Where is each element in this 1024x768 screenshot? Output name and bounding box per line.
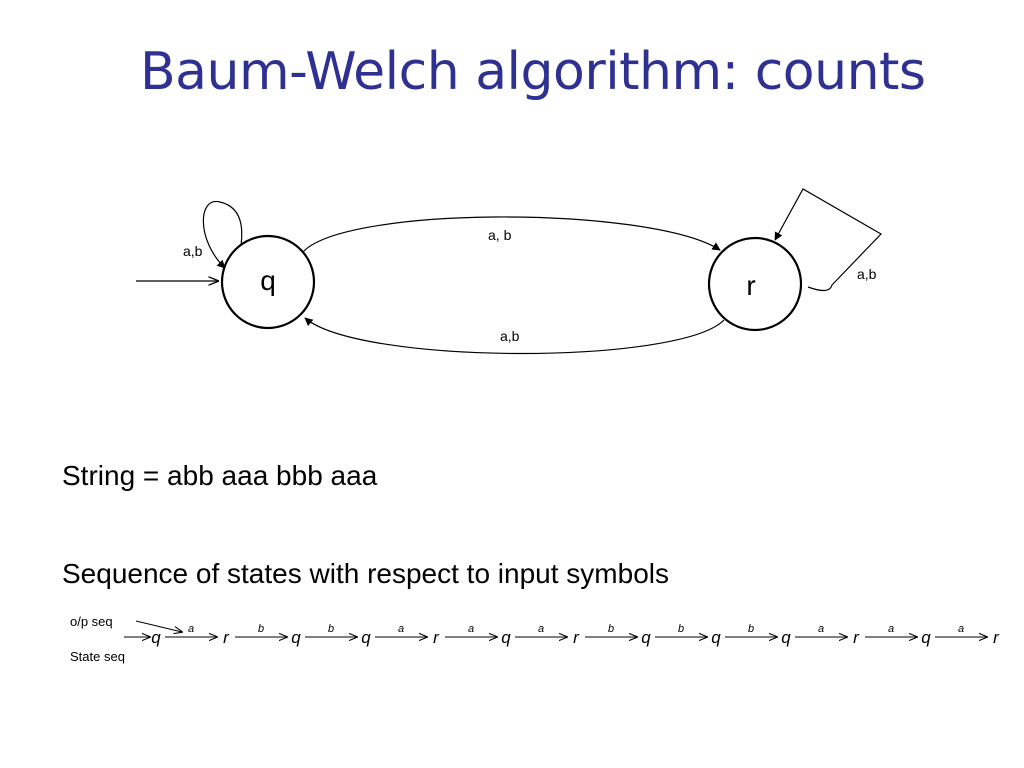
slide-title: Baum-Welch algorithm: counts: [140, 42, 926, 102]
state-q-label: q: [260, 265, 276, 296]
state-r: r: [707, 236, 803, 332]
state-r-label: r: [746, 270, 755, 301]
seq-state: q: [711, 628, 721, 647]
seq-state: r: [853, 628, 860, 647]
label-r-to-q: a,b: [500, 328, 520, 344]
seq-state: q: [641, 628, 651, 647]
seq-state: q: [781, 628, 791, 647]
self-loop-q: [202, 200, 243, 269]
label-q-to-r: a, b: [488, 227, 512, 243]
seq-state: q: [361, 628, 371, 647]
seq-symbol: b: [328, 623, 334, 635]
seq-state: q: [151, 628, 161, 647]
seq-symbol: b: [748, 623, 754, 635]
edge-q-to-r: [299, 216, 721, 257]
seq-state: r: [993, 628, 1000, 647]
seq-symbol: b: [608, 623, 614, 635]
seq-symbol: a: [398, 623, 404, 635]
seq-symbol: b: [678, 623, 684, 635]
label-loop-r: a,b: [857, 266, 877, 282]
seq-symbol: a: [888, 623, 894, 635]
sequence-heading: Sequence of states with respect to input…: [62, 558, 669, 589]
label-loop-q: a,b: [183, 243, 203, 259]
seq-state: r: [573, 628, 580, 647]
seq-state: q: [501, 628, 511, 647]
op-seq-pointer: [135, 620, 182, 632]
seq-symbol: b: [258, 623, 264, 635]
seq-state: r: [433, 628, 440, 647]
op-seq-label: o/p seq: [70, 614, 113, 629]
string-line: String = abb aaa bbb aaa: [62, 460, 378, 491]
seq-symbol: a: [468, 623, 474, 635]
seq-symbol: a: [188, 623, 194, 635]
seq-state: q: [921, 628, 931, 647]
state-q: q: [220, 234, 316, 330]
seq-state: q: [291, 628, 301, 647]
seq-symbol: a: [958, 623, 964, 635]
seq-state: r: [223, 628, 230, 647]
state-seq-label: State seq: [70, 649, 125, 664]
edge-r-to-q: [304, 317, 725, 355]
seq-symbol: a: [818, 623, 824, 635]
self-loop-r: [774, 188, 882, 292]
seq-symbol: a: [538, 623, 544, 635]
